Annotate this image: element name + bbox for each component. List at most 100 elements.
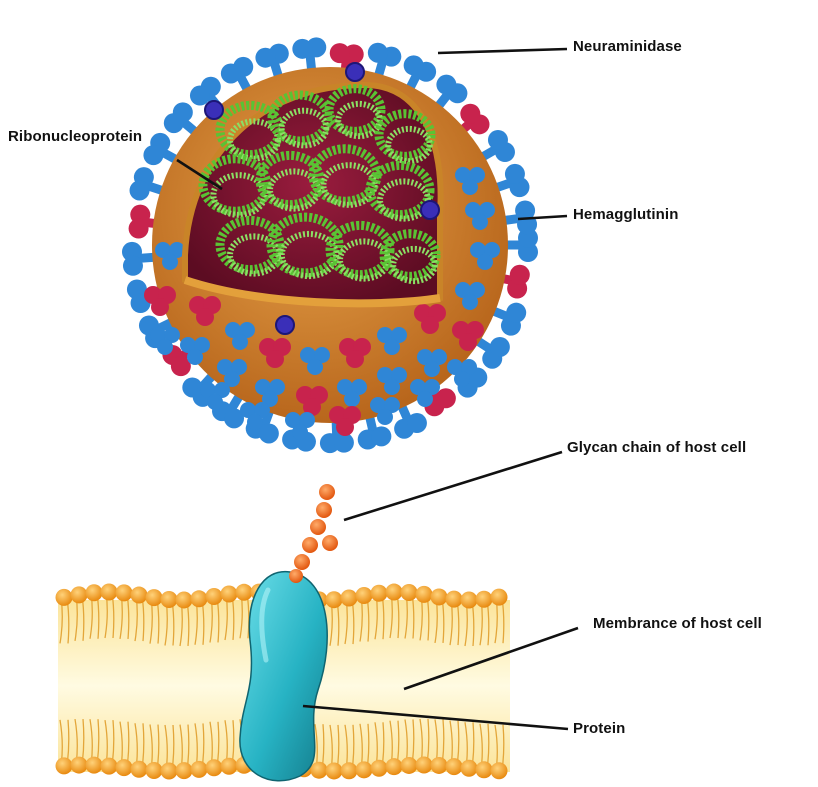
- neuraminidase-cluster: [336, 418, 354, 436]
- hemagglutinin-cluster: [462, 179, 478, 195]
- hemagglutinin-cluster: [344, 391, 360, 407]
- hemagglutinin-cluster: [384, 339, 400, 355]
- lipid-head: [386, 584, 403, 601]
- glycan-chain: [289, 484, 338, 583]
- lipid-head: [371, 760, 388, 777]
- label-membrane: Membrance of host cell: [593, 615, 762, 632]
- lipid-head: [56, 757, 73, 774]
- label-protein: Protein: [573, 720, 625, 737]
- lipid-head: [416, 586, 433, 603]
- lipid-head: [371, 585, 388, 602]
- hemagglutinin-spike-head: [164, 113, 184, 133]
- neuraminidase-cluster: [346, 350, 364, 368]
- lipid-head: [461, 591, 478, 608]
- hemagglutinin-cluster: [462, 294, 478, 310]
- hemagglutinin-spike-head: [490, 337, 510, 357]
- glycan-bead: [294, 554, 310, 570]
- hemagglutinin-cluster: [232, 334, 248, 350]
- hemagglutinin-spike-head: [292, 39, 312, 59]
- hemagglutinin-cluster: [247, 414, 263, 430]
- m2-channel: [346, 63, 364, 81]
- lipid-head: [101, 758, 118, 775]
- glycan-bead: [289, 569, 303, 583]
- hemagglutinin-spike-head: [259, 423, 279, 443]
- lipid-head: [431, 588, 448, 605]
- neuraminidase-spike-head: [460, 104, 480, 124]
- neuraminidase-spike-head: [330, 43, 350, 63]
- neuraminidase-cluster: [266, 350, 284, 368]
- lipid-head: [401, 584, 418, 601]
- lipid-head: [491, 589, 508, 606]
- hemagglutinin-spike-head: [506, 303, 526, 323]
- lipid-head: [191, 590, 208, 607]
- lipid-head: [446, 591, 463, 608]
- lipid-head: [221, 585, 238, 602]
- hemagglutinin-cluster: [307, 359, 323, 375]
- lipid-head: [221, 758, 238, 775]
- lipid-head: [56, 589, 73, 606]
- lipid-head: [431, 757, 448, 774]
- lipid-head: [191, 761, 208, 778]
- hemagglutinin-cluster: [162, 254, 178, 270]
- lipid-head: [146, 762, 163, 779]
- lipid-head: [326, 591, 343, 608]
- hemagglutinin-cluster: [417, 391, 433, 407]
- hemagglutinin-cluster: [187, 349, 203, 365]
- lipid-head: [131, 587, 148, 604]
- hemagglutinin-cluster: [207, 394, 223, 410]
- lipid-head: [71, 757, 88, 774]
- hemagglutinin-cluster: [377, 409, 393, 425]
- hemagglutinin-spike-head: [221, 63, 241, 83]
- hemagglutinin-spike-head: [488, 130, 508, 150]
- lipid-head: [101, 584, 118, 601]
- hemagglutinin-spike-head: [404, 55, 424, 75]
- hemagglutinin-spike-head: [505, 164, 525, 184]
- hemagglutinin-spike-head: [123, 256, 143, 276]
- hemagglutinin-spike-head: [190, 86, 210, 106]
- leader-line-neuraminidase: [438, 49, 567, 53]
- hemagglutinin-cluster: [472, 214, 488, 230]
- m2-channel: [276, 316, 294, 334]
- label-neuraminidase: Neuraminidase: [573, 38, 682, 55]
- lipid-head: [341, 762, 358, 779]
- lipid-head: [131, 761, 148, 778]
- lipid-head: [206, 588, 223, 605]
- neuraminidase-cluster: [151, 298, 169, 316]
- lipid-head: [206, 759, 223, 776]
- lipid-head: [446, 758, 463, 775]
- hemagglutinin-spike-head: [368, 43, 388, 63]
- lipid-head: [491, 762, 508, 779]
- neuraminidase-spike-head: [129, 219, 149, 239]
- glycan-bead: [310, 519, 326, 535]
- m2-channel: [421, 201, 439, 219]
- neuraminidase-cluster: [196, 308, 214, 326]
- hemagglutinin-cluster: [454, 371, 470, 387]
- lipid-head: [71, 586, 88, 603]
- hemagglutinin-cluster: [424, 361, 440, 377]
- hemagglutinin-spike-head: [407, 413, 427, 433]
- neuraminidase-spike-head: [436, 388, 456, 408]
- lipid-head: [161, 762, 178, 779]
- lipid-head: [176, 591, 193, 608]
- membrane-protein: [240, 572, 327, 781]
- neuraminidase-cluster: [459, 333, 477, 351]
- hemagglutinin-spike-head: [143, 145, 163, 165]
- lipid-head: [86, 757, 103, 774]
- lipid-head: [161, 591, 178, 608]
- label-ribonucleoprotein: Ribonucleoprotein: [8, 128, 142, 145]
- glycan-bead: [316, 502, 332, 518]
- lipid-head: [311, 762, 328, 779]
- hemagglutinin-cluster: [157, 339, 173, 355]
- lipid-head: [116, 584, 133, 601]
- neuraminidase-cluster: [421, 316, 439, 334]
- lipid-head: [341, 590, 358, 607]
- lipid-head: [386, 758, 403, 775]
- neuraminidase-spike-head: [510, 265, 530, 285]
- glycan-bead: [319, 484, 335, 500]
- lipid-head: [356, 761, 373, 778]
- glycan-bead: [322, 535, 338, 551]
- lipid-head: [356, 587, 373, 604]
- lipid-head: [476, 761, 493, 778]
